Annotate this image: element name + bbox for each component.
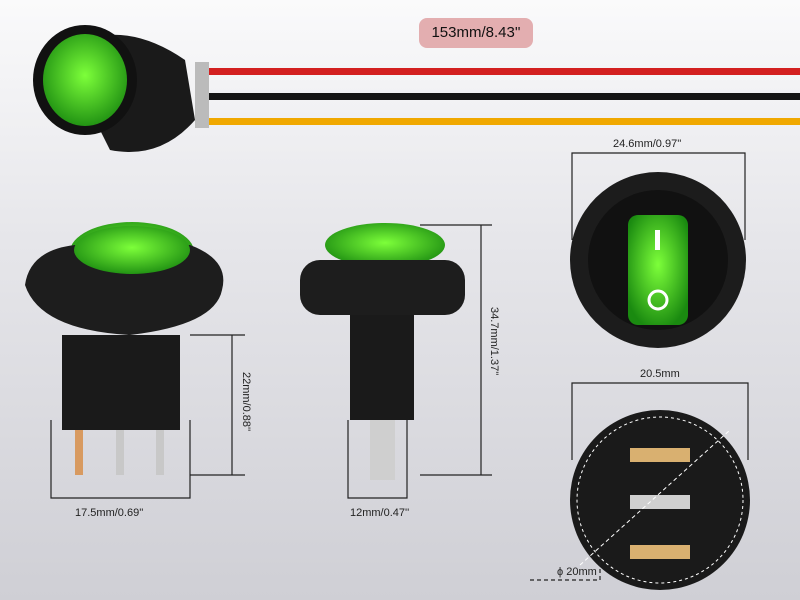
switch-side-view — [300, 223, 465, 480]
switch-bottom-view — [570, 410, 750, 590]
side-width-label: 12mm/0.47'' — [350, 507, 410, 519]
wires — [195, 68, 800, 125]
switch-front-view — [25, 222, 224, 475]
top-diameter-label: 24.6mm/0.97'' — [613, 138, 682, 150]
side-height-label: 34.7mm/1.37'' — [488, 307, 500, 376]
switch-top-view — [570, 172, 746, 348]
wire-length-badge: 153mm/8.43'' — [419, 18, 533, 48]
front-height-label: 22mm/0.88'' — [240, 372, 252, 432]
mount-hole-label: ϕ 20mm — [557, 566, 597, 578]
switch-angled-view — [33, 25, 209, 152]
front-width-label: 17.5mm/0.69'' — [75, 507, 144, 519]
dimension-lines — [50, 152, 749, 581]
bottom-width-label: 20.5mm — [640, 368, 680, 380]
